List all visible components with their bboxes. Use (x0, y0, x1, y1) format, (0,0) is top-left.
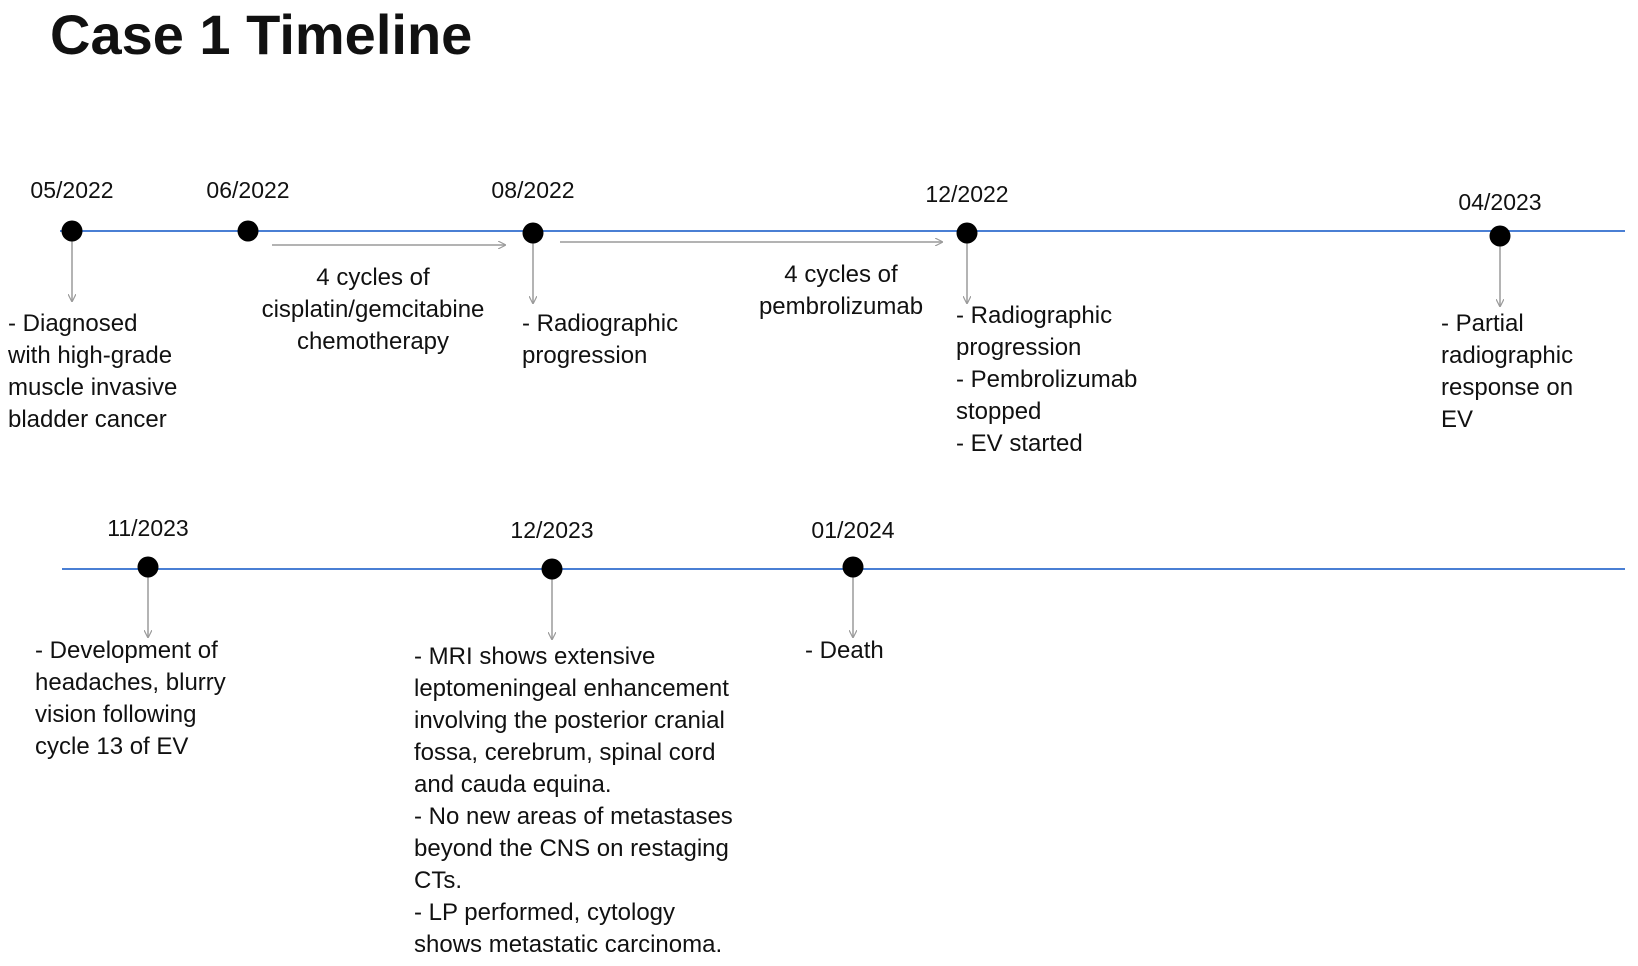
event-description: - Radiographic progression (522, 308, 678, 372)
event-description-line: beyond the CNS on restaging (414, 835, 729, 862)
event-description-line: - LP performed, cytology (414, 899, 676, 926)
event-marker (1489, 225, 1511, 247)
page-title: Case 1 Timeline (50, 3, 473, 66)
event-marker (137, 556, 159, 578)
event-description-line: shows metastatic carcinoma. (414, 931, 723, 958)
treatment-label-line: chemotherapy (296, 328, 450, 355)
event-date: 11/2023 (107, 515, 189, 541)
event-description: - Radiographic progression - Pembrolizumab… (956, 300, 1137, 460)
event-description-line: CTs. (414, 867, 462, 894)
event-description-line: bladder cancer (8, 406, 167, 433)
event-description-line: headaches, blurry (35, 669, 226, 696)
event-description: - Death (805, 635, 884, 667)
event-description-line: cycle 13 of EV (35, 733, 189, 760)
event-description-line: - No new areas of metastases (414, 803, 733, 830)
event-description: - Partial radiographic response on EV (1441, 308, 1573, 436)
event-description-line: - Partial (1441, 310, 1524, 337)
event-description-line: - Diagnosed (8, 310, 138, 337)
event-description-line: - Radiographic (522, 310, 679, 337)
event-description-line: involving the posterior cranial (414, 707, 725, 734)
event-description: - MRI shows extensive leptomeningeal enha… (414, 641, 733, 961)
event-date: 01/2024 (811, 517, 895, 543)
event-description-line: - Radiographic (956, 302, 1113, 329)
event-date: 05/2022 (30, 177, 114, 203)
event-description-line: with high-grade (8, 342, 173, 369)
treatment-label: 4 cycles of cisplatin/gemcitabine chemothe… (262, 262, 485, 358)
event-description-line: fossa, cerebrum, spinal cord (414, 739, 716, 766)
event-description-line: and cauda equina. (414, 771, 612, 798)
event-description-line: stopped (956, 398, 1042, 425)
event-marker (842, 556, 864, 578)
event-description-line: vision following (35, 701, 197, 728)
event-date: 04/2023 (1458, 189, 1542, 215)
treatment-label-line: pembrolizumab (758, 293, 924, 320)
event-description-line: - EV started (956, 430, 1083, 457)
event-date: 12/2023 (510, 517, 594, 543)
event-description-line: - MRI shows extensive (414, 643, 656, 670)
event-description-line: - Development of (35, 637, 218, 664)
treatment-label-line: cisplatin/gemcitabine (261, 296, 485, 323)
treatment-label: 4 cycles of pembrolizumab (759, 259, 923, 323)
event-marker (61, 220, 83, 242)
event-marker (541, 558, 563, 580)
event-marker (237, 220, 259, 242)
event-description: - Development of headaches, blurry vision … (35, 635, 226, 763)
event-description-line: progression (956, 334, 1082, 361)
event-date: 08/2022 (491, 177, 575, 203)
event-date: 12/2022 (925, 181, 1009, 207)
event-description-line: progression (522, 342, 648, 369)
event-description-line: response on (1441, 374, 1574, 401)
treatment-label-line: 4 cycles of (316, 264, 430, 291)
treatment-label-line: 4 cycles of (784, 261, 898, 288)
event-date: 06/2022 (206, 177, 290, 203)
event-description-line: - Death (805, 637, 884, 664)
event-marker (956, 222, 978, 244)
event-description-line: - Pembrolizumab (956, 366, 1138, 393)
event-marker (522, 222, 544, 244)
event-description-line: radiographic (1441, 342, 1574, 369)
event-description-line: leptomeningeal enhancement (414, 675, 729, 702)
event-description: - Diagnosed with high-grade muscle invasiv… (8, 308, 177, 436)
event-description-line: EV (1441, 406, 1474, 433)
event-description-line: muscle invasive (8, 374, 178, 401)
